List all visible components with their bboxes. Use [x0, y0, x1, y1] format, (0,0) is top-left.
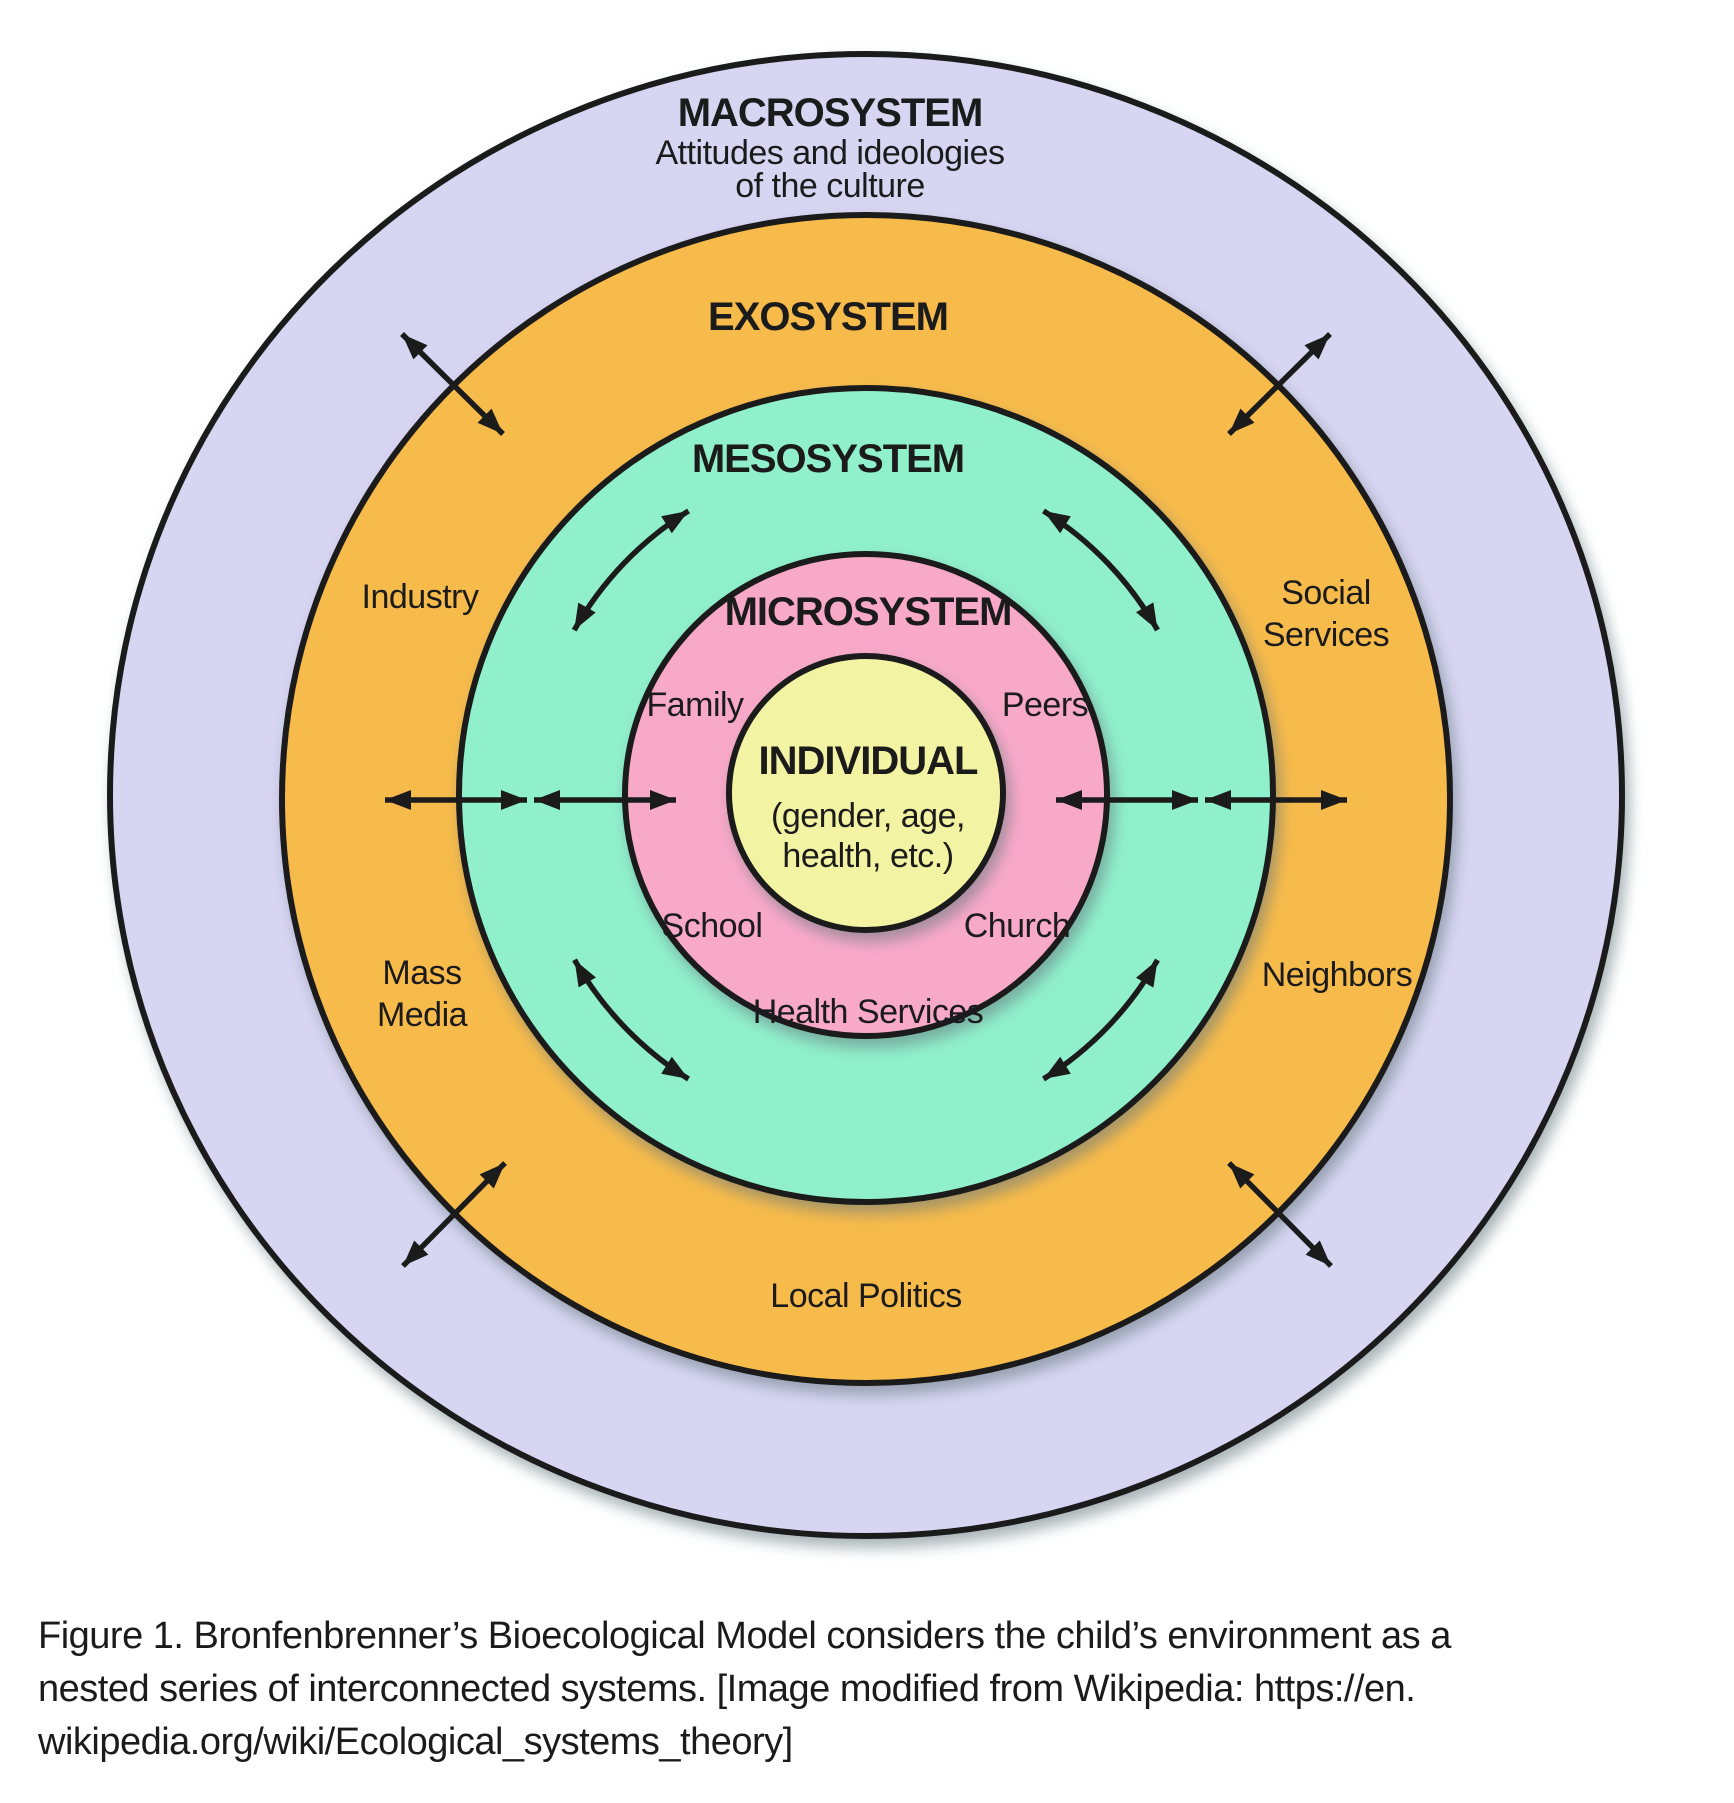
arrow-mesosystem-cycle-bottomleft-head	[574, 959, 596, 988]
individual-subtitle-2: health, etc.)	[782, 837, 953, 875]
arrow-exosystem-mesosystem-left-head	[385, 790, 411, 810]
arrow-mesosystem-cycle-bottomright-head	[1136, 960, 1158, 988]
label-mass-media-1: Mass	[382, 954, 461, 992]
arrow-macrosystem-exosystem-topright-head	[1304, 334, 1330, 360]
arrow-mesosystem-microsystem-left-head	[534, 790, 560, 810]
label-local-politics: Local Politics	[770, 1277, 961, 1315]
arrow-macrosystem-exosystem-bottomright-head	[1305, 1240, 1331, 1266]
arrow-macrosystem-exosystem-topleft-head	[477, 408, 503, 434]
arrow-exosystem-mesosystem-left-head	[501, 790, 527, 810]
label-health-services: Health Services	[753, 993, 984, 1031]
arrow-macrosystem-exosystem-bottomright-head	[1229, 1163, 1255, 1189]
arrow-mesosystem-cycle-topleft-head	[574, 602, 596, 631]
label-family: Family	[646, 686, 744, 724]
individual-subtitle-1: (gender, age,	[771, 797, 965, 835]
individual-circle	[726, 653, 1006, 933]
microsystem-title: MICROSYSTEM	[725, 590, 1012, 634]
interaction-arrows	[385, 332, 1347, 1268]
caption-line-2: nested series of interconnected systems.…	[38, 1668, 1415, 1710]
arrow-mesosystem-cycle-bottomright-head	[1043, 1056, 1071, 1079]
caption-line-1: Figure 1. Bronfenbrenner’s Bioecological…	[38, 1615, 1452, 1657]
individual-title: INDIVIDUAL	[759, 739, 978, 783]
label-mass-media-2: Media	[377, 996, 468, 1034]
arrow-mesosystem-cycle-topright-head	[1136, 602, 1158, 630]
arrow-microsystem-mesosystem-right-head	[1172, 790, 1198, 810]
mesosystem-title: MESOSYSTEM	[692, 437, 964, 481]
arrow-mesosystem-exosystem-right-head	[1321, 790, 1347, 810]
caption-line-3: wikipedia.org/wiki/Ecological_systems_th…	[37, 1721, 793, 1763]
arrow-macrosystem-exosystem-topright-head	[1229, 408, 1255, 434]
macrosystem-subtitle-1: Attitudes and ideologies	[655, 134, 1004, 172]
arrow-mesosystem-cycle-topleft-head	[661, 510, 689, 534]
label-social-services-2: Services	[1263, 616, 1389, 654]
label-school: School	[662, 907, 763, 945]
arrow-mesosystem-cycle-topright-head	[1043, 510, 1071, 534]
macrosystem-title: MACROSYSTEM	[678, 91, 983, 135]
label-church: Church	[964, 907, 1071, 945]
label-industry: Industry	[362, 578, 479, 616]
label-neighbors: Neighbors	[1262, 956, 1412, 994]
label-peers: Peers	[1002, 686, 1088, 724]
arrow-mesosystem-cycle-bottomleft-head	[661, 1056, 689, 1079]
arrow-mesosystem-exosystem-right-head	[1205, 790, 1231, 810]
macrosystem-subtitle-2: of the culture	[735, 167, 925, 205]
label-social-services-1: Social	[1281, 574, 1371, 612]
arrow-mesosystem-microsystem-left-head	[650, 790, 676, 810]
exosystem-title: EXOSYSTEM	[708, 295, 948, 339]
arrow-macrosystem-exosystem-bottomleft-head	[479, 1163, 505, 1189]
arrow-macrosystem-exosystem-bottomleft-head	[403, 1240, 429, 1266]
arrow-macrosystem-exosystem-topleft-head	[402, 334, 428, 360]
arrow-microsystem-mesosystem-right-head	[1056, 790, 1082, 810]
